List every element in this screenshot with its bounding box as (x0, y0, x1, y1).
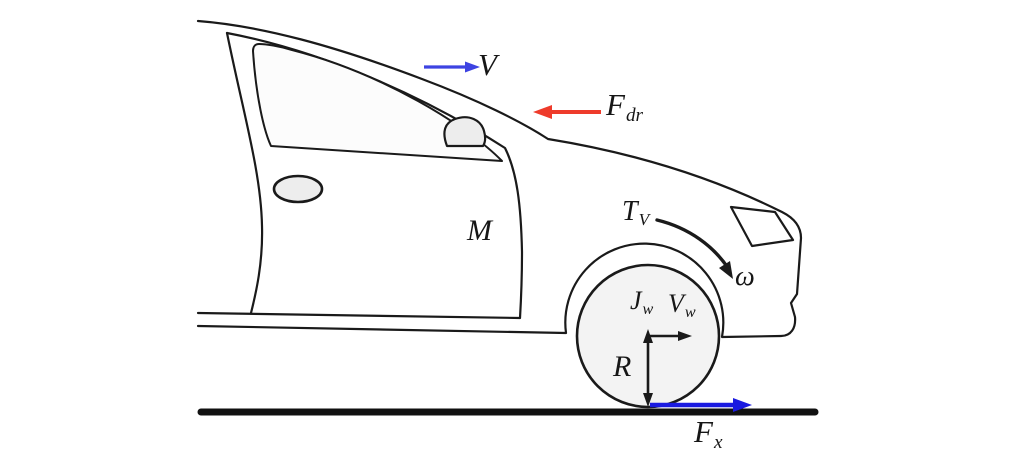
mass-label: M (467, 214, 492, 247)
traction-force-arrowhead (733, 398, 752, 412)
wheel-velocity-label: Vw (668, 289, 696, 321)
door-window-glass (252, 43, 503, 162)
wheel-velocity-arrowhead (678, 331, 692, 341)
omega-label: ω (735, 261, 755, 292)
side-mirror (443, 116, 487, 148)
torque-arrowhead (719, 261, 733, 279)
radius-arrowhead-up (643, 329, 653, 343)
radius-label: R (613, 350, 632, 383)
car-body-outline (196, 19, 803, 339)
radius-arrowhead-down (643, 393, 653, 407)
door-rear-edge (225, 31, 264, 315)
torque-arc-arrow (655, 218, 730, 270)
drag-force-label: Fdr (606, 87, 644, 126)
headlight (729, 205, 795, 248)
traction-force-label: Fx (694, 414, 723, 453)
drag-force-arrowhead (533, 105, 552, 119)
torque-label: TV (622, 196, 650, 230)
door-handle (272, 174, 324, 204)
velocity-arrowhead (465, 61, 480, 73)
velocity-label: V (478, 47, 497, 82)
wheel-inertia-label: Jw (630, 286, 654, 318)
